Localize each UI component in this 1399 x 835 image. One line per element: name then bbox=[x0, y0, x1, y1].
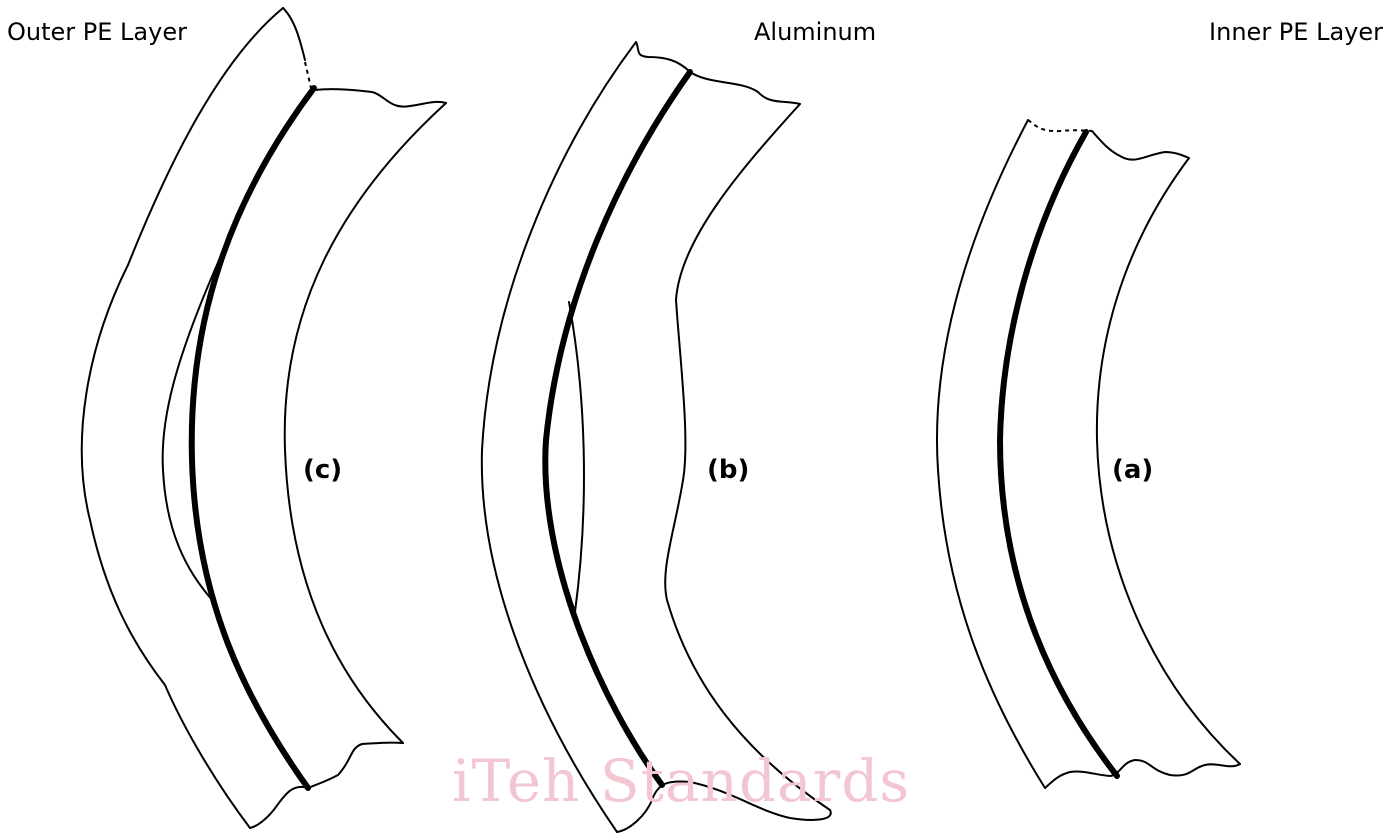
panel-a-label: (a) bbox=[1112, 455, 1154, 485]
outer-pe-layer-label: Outer PE Layer bbox=[7, 18, 187, 46]
panel-c-bottom-edge bbox=[249, 741, 404, 829]
inner-pe-layer-label: Inner PE Layer bbox=[1209, 18, 1383, 46]
panel-c-inner-surface bbox=[283, 102, 447, 744]
panel-b-aluminum-layer bbox=[542, 69, 693, 788]
panel-b-delamination bbox=[568, 301, 585, 613]
panel-a-aluminum-layer bbox=[996, 129, 1120, 779]
panel-a-inner-surface bbox=[1095, 157, 1241, 765]
panel-c-outer-surface bbox=[80, 7, 284, 829]
panel-c-top-edge bbox=[313, 88, 447, 108]
panel-a-top-break-dashed bbox=[1027, 119, 1093, 133]
panel-c-drawing bbox=[80, 7, 447, 829]
watermark-text: iTeh Standards bbox=[452, 747, 911, 815]
panel-c-label: (c) bbox=[303, 455, 343, 485]
panel-a-outer-surface bbox=[936, 119, 1046, 789]
panel-b-drawing bbox=[480, 41, 832, 833]
panel-b-outer-surface bbox=[480, 41, 637, 833]
panel-c-top-break bbox=[282, 7, 306, 61]
panel-b-top-edge bbox=[635, 41, 801, 105]
panel-b-label: (b) bbox=[707, 455, 750, 485]
panel-b-inner-surface bbox=[664, 103, 831, 811]
panel-a-bottom-edge bbox=[1044, 759, 1241, 789]
panel-c-aluminum-layer bbox=[188, 85, 317, 791]
panel-b-bottom-edge bbox=[616, 780, 832, 833]
panel-a-top-edge bbox=[1091, 130, 1190, 161]
panel-c-top-break-dashed bbox=[304, 61, 312, 89]
aluminum-label: Aluminum bbox=[754, 18, 877, 46]
panel-a-drawing bbox=[936, 119, 1241, 789]
panel-c-delamination bbox=[161, 257, 221, 603]
